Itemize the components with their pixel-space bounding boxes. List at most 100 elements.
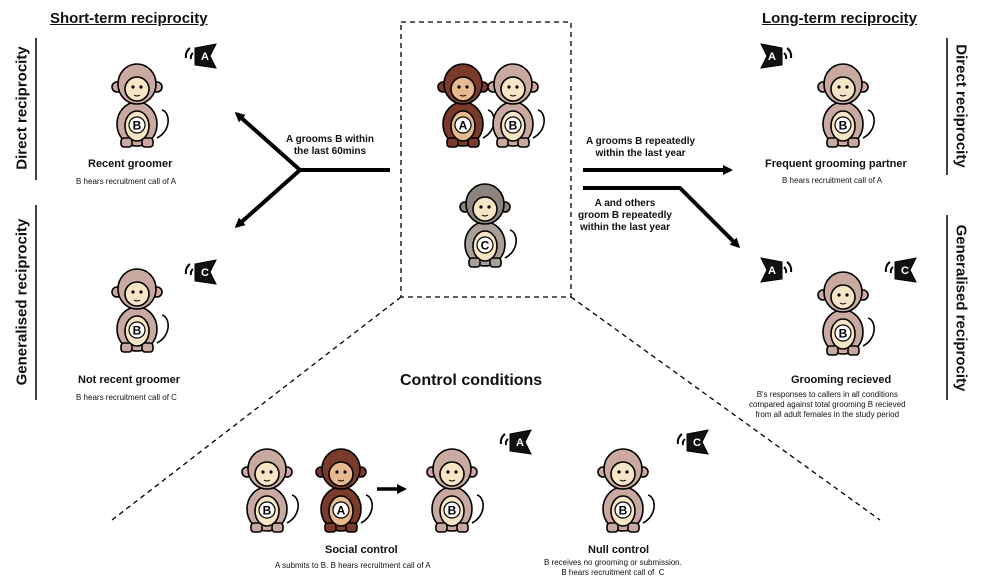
- long-term-heading: Long-term reciprocity: [762, 10, 918, 27]
- monkey-face: [124, 76, 150, 102]
- monkey-face: [439, 461, 465, 487]
- monkey-right-eye: [139, 85, 143, 89]
- speaker-cone: [194, 43, 217, 69]
- monkey-left-eye: [335, 470, 339, 474]
- monkey-letter: C: [481, 239, 490, 253]
- monkey-tail: [156, 109, 169, 139]
- monkey-right-foot: [141, 342, 154, 353]
- monkey-tail: [360, 494, 373, 524]
- monkey-letter-badge: [258, 501, 276, 519]
- monkey-b-grooming-received: B: [817, 271, 875, 356]
- monkey-letter-badge: [454, 116, 472, 134]
- monkey-right-foot: [456, 522, 469, 533]
- null-control-caption: B receives no grooming or submission. B …: [544, 558, 682, 577]
- null-control-title: Null control: [588, 544, 650, 556]
- speaker-letter: A: [768, 51, 776, 63]
- not-recent-groomer-caption: B hears recruitment call of C: [76, 393, 177, 402]
- monkey-tail: [862, 109, 875, 139]
- monkey-tail: [642, 494, 655, 524]
- center-dashed-box: [400, 21, 572, 298]
- grooming-received-caption: B's responses to callers in all conditio…: [749, 390, 906, 419]
- sound-wave-outer: [184, 47, 191, 59]
- monkey-letter-badge: [128, 321, 146, 339]
- monkey-c-center: C: [459, 183, 517, 268]
- sound-wave-outer: [676, 433, 683, 445]
- monkey-tail: [156, 314, 169, 344]
- speaker-call-a-right-icon: A: [760, 43, 793, 69]
- social-control-title: Social control: [325, 544, 398, 556]
- monkey-mouth: [459, 94, 467, 97]
- speaker-letter: C: [201, 267, 209, 279]
- monkey-b-not-recent: B: [111, 268, 169, 353]
- recent-groomer-title: Recent groomer: [88, 158, 173, 170]
- monkey-right-eye: [465, 85, 469, 89]
- sound-wave-inner: [681, 438, 686, 446]
- grooming-received-title: Grooming recieved: [791, 374, 892, 386]
- monkey-letter: A: [459, 119, 468, 133]
- social-control-caption: A submits to B. B hears recruitment call…: [275, 561, 431, 570]
- monkey-letter: B: [263, 504, 272, 518]
- monkey-letter-badge: [443, 501, 461, 519]
- monkey-left-foot: [606, 522, 619, 533]
- monkey-right-eye: [487, 205, 491, 209]
- monkey-right-foot: [467, 137, 480, 148]
- sound-wave-outer: [786, 47, 793, 59]
- monkey-b-center: B: [487, 63, 545, 148]
- direct-reciprocity-left-label: Direct reciprocity: [13, 46, 31, 170]
- monkey-left-eye: [446, 470, 450, 474]
- monkey-b-frequent-partner: B: [817, 63, 875, 148]
- long-generalised-arrow: [583, 186, 741, 249]
- generalised-reciprocity-right-label: Generalised reciprocity: [952, 224, 970, 392]
- monkey-left-foot: [250, 522, 263, 533]
- monkey-right-eye: [454, 470, 458, 474]
- sound-wave-inner: [889, 266, 894, 274]
- monkey-face: [124, 281, 150, 307]
- monkey-left-eye: [131, 85, 135, 89]
- monkey-letter: B: [133, 119, 142, 133]
- monkey-mouth: [839, 302, 847, 305]
- monkey-mouth: [448, 479, 456, 482]
- monkey-left-eye: [837, 85, 841, 89]
- monkey-letter: B: [839, 327, 848, 341]
- generalised-reciprocity-left-label: Generalised reciprocity: [13, 218, 31, 386]
- speaker-letter: C: [693, 437, 701, 449]
- short-term-arrow-up: [234, 112, 302, 172]
- monkey-letter: B: [448, 504, 457, 518]
- monkey-left-foot: [826, 345, 839, 356]
- monkey-left-foot: [826, 137, 839, 148]
- monkey-letter-badge: [614, 501, 632, 519]
- monkey-mouth: [481, 214, 489, 217]
- monkey-left-eye: [131, 290, 135, 294]
- monkey-letter-badge: [504, 116, 522, 134]
- monkey-left-eye: [507, 85, 511, 89]
- short-term-heading: Short-term reciprocity: [50, 10, 208, 27]
- monkey-right-foot: [517, 137, 530, 148]
- monkey-face: [450, 76, 476, 102]
- monkey-left-eye: [837, 293, 841, 297]
- speaker-letter: C: [901, 265, 909, 277]
- monkey-left-foot: [496, 137, 509, 148]
- monkey-letter-badge: [128, 116, 146, 134]
- monkey-right-eye: [139, 290, 143, 294]
- monkey-letter-badge: [834, 324, 852, 342]
- monkey-letter: A: [337, 504, 346, 518]
- monkey-right-foot: [141, 137, 154, 148]
- monkey-tail: [504, 229, 517, 259]
- monkey-face: [254, 461, 280, 487]
- monkey-face: [830, 284, 856, 310]
- speaker-call-a-social-icon: A: [499, 429, 532, 455]
- not-recent-groomer-title: Not recent groomer: [78, 374, 181, 386]
- direct-reciprocity-right-label: Direct reciprocity: [952, 44, 970, 168]
- control-dashed-left: [111, 296, 402, 521]
- monkey-left-foot: [446, 137, 459, 148]
- monkey-right-eye: [515, 85, 519, 89]
- monkey-right-eye: [625, 470, 629, 474]
- monkey-right-eye: [343, 470, 347, 474]
- speaker-cone: [760, 257, 783, 283]
- speaker-call-c-null-icon: C: [676, 429, 709, 455]
- monkey-letter-badge: [332, 501, 350, 519]
- speaker-call-a-received-icon: A: [760, 257, 793, 283]
- monkey-right-foot: [489, 257, 502, 268]
- monkey-left-eye: [261, 470, 265, 474]
- speaker-cone: [194, 259, 217, 285]
